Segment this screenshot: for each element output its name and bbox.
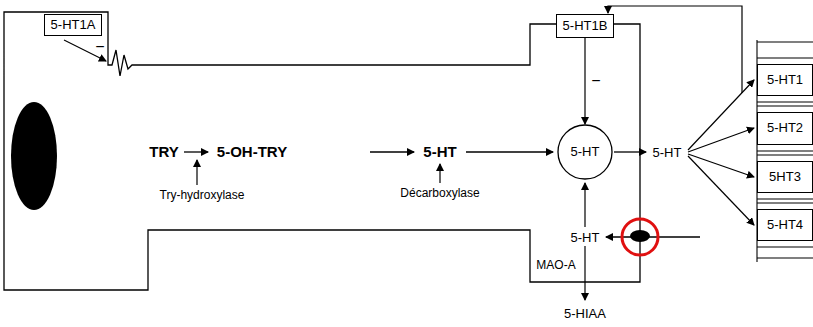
metabolite-name: 5-HIAA: [564, 306, 606, 321]
enzyme-name: MAO-A: [536, 258, 575, 272]
inhibition-sign: −: [591, 72, 600, 89]
receptor-box: 5-HT1B: [556, 14, 614, 38]
node-label: 5HT3: [769, 170, 801, 184]
receptor-box: 5-HT1: [757, 64, 813, 96]
node-label: 5-HT1A: [51, 18, 96, 32]
receptor-arrow: [688, 128, 754, 152]
enzyme-name: Try-hydroxylase: [160, 188, 245, 202]
node-label: 5-HT1: [767, 73, 803, 87]
transporter: [630, 230, 650, 242]
receptor-box: 5-HT1A: [44, 14, 102, 36]
receptor-box: 5HT3: [757, 161, 813, 193]
node-label: 5-HT4: [767, 218, 803, 232]
reuptake-arrow: [606, 236, 700, 237]
enzyme-arrow: [439, 164, 440, 183]
highlight-circle: [622, 219, 658, 255]
receptor-box: 5-HT2: [757, 112, 813, 145]
molecule-name: 5-OH-TRY: [217, 143, 287, 160]
recapture-arrow: [584, 183, 585, 227]
degradation-arrow: [584, 246, 585, 300]
inhibition-connector: [584, 38, 585, 124]
receptor-arrow: [688, 156, 754, 225]
node-label: 5-HT: [571, 145, 600, 159]
vesicle-circle: 5-HT: [557, 124, 613, 180]
storage-arrow: [466, 151, 553, 152]
receptor-box: 5-HT4: [757, 209, 813, 241]
enzyme-arrow: [196, 160, 197, 185]
synthesis-arrow: [370, 151, 414, 152]
node-label: 5-HT2: [767, 121, 803, 135]
enzyme-name: Décarboxylase: [400, 186, 479, 200]
node-label: 5-HT1B: [563, 19, 608, 33]
inhibition-sign: −: [95, 38, 104, 55]
molecule-name: 5-HT: [423, 143, 456, 160]
nucleus: [11, 102, 57, 210]
synthesis-arrow: [184, 151, 208, 152]
molecule-name: 5-HT: [571, 230, 600, 245]
feedback-arrow: [608, 6, 742, 93]
vesicle-circle-shape: [558, 125, 612, 179]
postsynaptic-membrane: [757, 40, 813, 262]
neuron-outline: [4, 12, 640, 290]
molecule-name: 5-HT: [653, 145, 682, 160]
release-arrow: [614, 151, 646, 152]
molecule-name: TRY: [149, 143, 178, 160]
